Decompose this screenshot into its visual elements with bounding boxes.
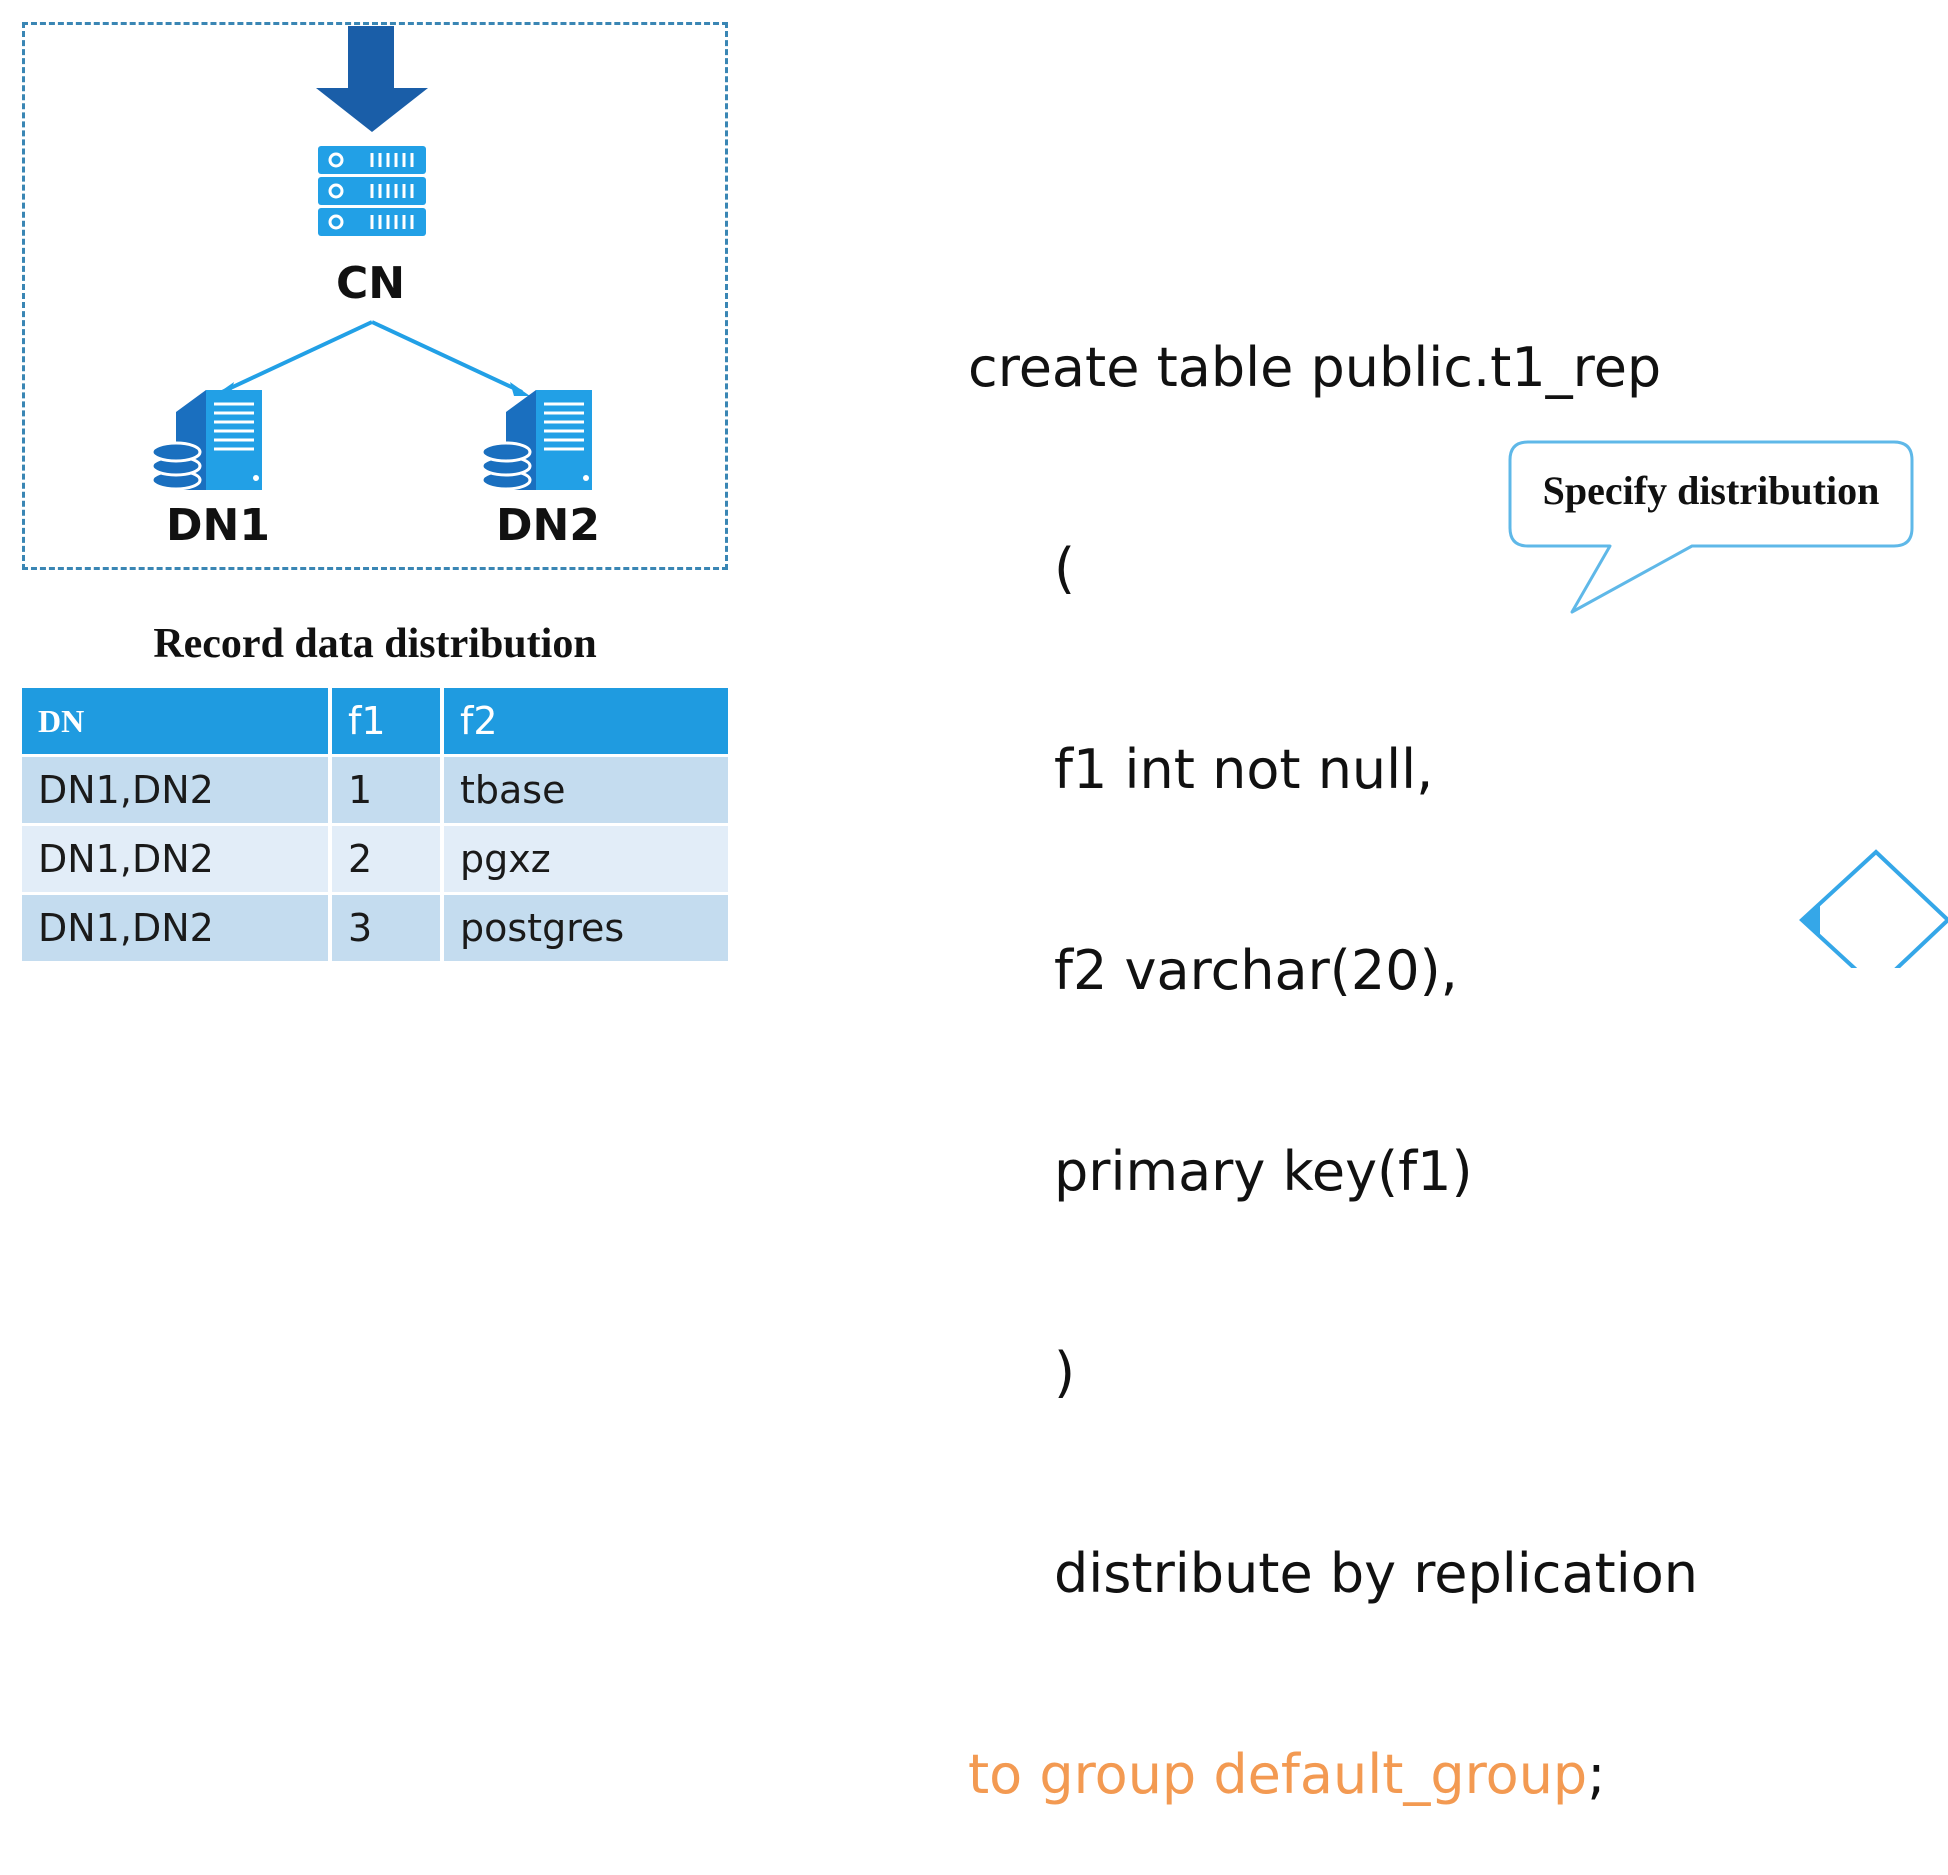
incoming-arrow-icon [316,26,428,132]
code-line-5: primary key(f1) [1054,1140,1473,1203]
table-row: DN1,DN2 2 pgxz [22,826,728,895]
cell-f1: 3 [332,895,444,964]
table-row: DN1,DN2 1 tbase [22,757,728,826]
dn2-server-icon [480,390,592,491]
code-line-3: f1 int not null, [1054,738,1434,801]
cell-dn: DN1,DN2 [22,826,332,895]
code-group-clause: to group default_group [968,1743,1588,1806]
cell-f1: 1 [332,757,444,826]
cell-dn: DN1,DN2 [22,757,332,826]
distribution-table: DN f1 f2 DN1,DN2 1 tbase DN1,DN2 2 pgxz … [22,688,728,964]
connector-cn-dn1 [221,320,373,394]
header-dn: DN [22,688,332,757]
code-line-8: to group default_group; [968,1741,1698,1808]
table-header-row: DN f1 f2 [22,688,728,757]
header-f2: f2 [444,688,728,757]
code-line-7: distribute by replication [1054,1542,1698,1605]
coordinator-server-icon [318,146,426,236]
dn1-label: DN1 [166,500,270,551]
code-line-2: ( [1054,537,1076,600]
cell-dn: DN1,DN2 [22,895,332,964]
cell-f1: 2 [332,826,444,895]
connector-arrows [221,320,523,394]
connector-cn-dn2 [371,320,523,394]
callout-layer [1508,440,1948,968]
code-terminator: ; [1587,1743,1606,1806]
coordinator-label: CN [336,258,406,309]
callout-bubble [1508,440,1914,614]
code-line-6: ) [1054,1341,1076,1404]
code-line-1: create table public.t1_rep [968,336,1662,399]
dn2-label: DN2 [496,500,600,551]
dn1-server-icon [150,390,262,491]
cell-f2: tbase [444,757,728,826]
table-title: Record data distribution [153,621,597,667]
table-row: DN1,DN2 3 postgres [22,895,728,964]
arrowhead-dn2-icon [510,382,530,396]
cluster-diagram [150,26,592,491]
header-f1: f1 [332,688,444,757]
cluster-diagram-frame [22,22,728,570]
callout-text: Specify distribution [1542,467,1880,513]
corner-diamond-accent-icon [1802,904,1820,936]
cell-f2: postgres [444,895,728,964]
cell-f2: pgxz [444,826,728,895]
corner-diamond-icon [1799,849,1948,968]
